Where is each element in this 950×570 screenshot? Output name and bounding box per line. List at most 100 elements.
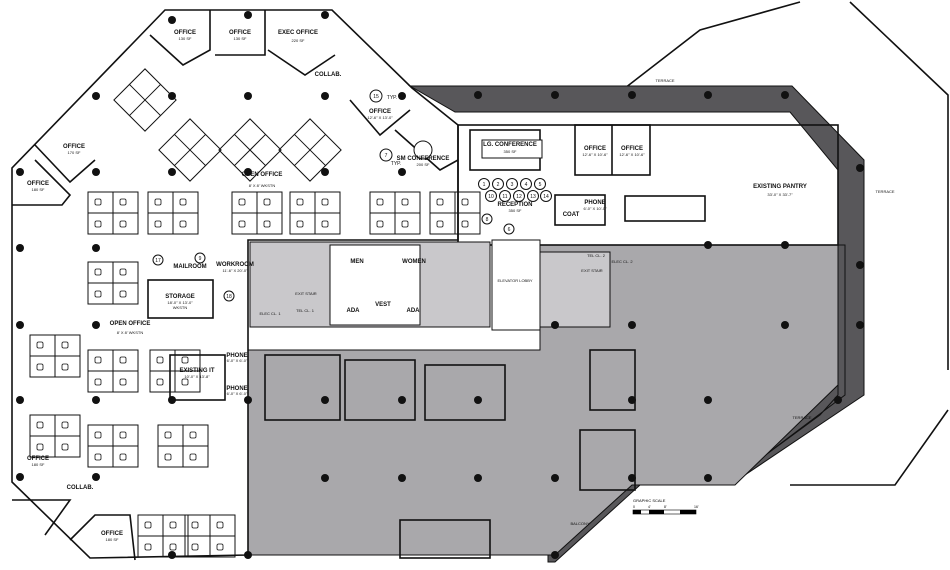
- office-3-size: 12'-6" X 13'-0": [367, 115, 393, 120]
- callout-18: 18: [226, 294, 232, 300]
- vest-label: VEST: [375, 302, 391, 308]
- column: [398, 396, 406, 404]
- office-3-label: OFFICE: [369, 109, 391, 115]
- office-bottom-1-label: OFFICE: [27, 456, 49, 462]
- exec-office-label: EXEC OFFICE: [278, 30, 318, 36]
- chair: [94, 356, 102, 364]
- reception-seat-number: 4: [525, 182, 528, 188]
- column: [244, 396, 252, 404]
- chair: [216, 521, 224, 529]
- column: [92, 321, 100, 329]
- column: [16, 473, 24, 481]
- reception-seat: [527, 190, 539, 202]
- chair: [36, 341, 44, 349]
- chair: [94, 453, 102, 461]
- coat-label: COAT: [563, 212, 580, 218]
- workstation-cluster: [147, 191, 199, 235]
- elevator-lobby-label: ELEVATOR LOBBY: [497, 278, 532, 283]
- chair: [119, 356, 127, 364]
- workroom-size: 11'-6" X 20'-0": [223, 268, 249, 273]
- reception-seat: [499, 190, 511, 202]
- reception-size: 350 SF: [509, 208, 522, 213]
- column: [321, 92, 329, 100]
- office-left-2-label: OFFICE: [27, 181, 49, 187]
- office-left-2-size: 180 SF: [32, 187, 45, 192]
- callout-15: 15: [373, 94, 379, 100]
- chair: [179, 198, 187, 206]
- chair: [216, 543, 224, 551]
- sm-conference-label: SM CONFERENCE: [397, 156, 450, 162]
- column: [704, 241, 712, 249]
- column: [628, 321, 636, 329]
- chair: [169, 543, 177, 551]
- storage-note: WKSTN: [173, 305, 188, 310]
- men-label: MEN: [350, 259, 363, 265]
- workstation-cluster: [137, 514, 189, 558]
- chair: [179, 220, 187, 228]
- lg-conference-size: 350 SF: [504, 149, 517, 154]
- reception-seat: [520, 178, 532, 190]
- workstation-cluster: [231, 191, 283, 235]
- column: [92, 396, 100, 404]
- terrace-outline-right: [849, 1, 949, 370]
- column: [321, 11, 329, 19]
- core-east: [539, 251, 611, 328]
- workstation-cluster: [149, 349, 201, 393]
- chair: [94, 198, 102, 206]
- callout-typ-1: TYP.: [387, 95, 397, 101]
- chair: [156, 356, 164, 364]
- scale-tick-0: 0: [633, 505, 635, 509]
- tel-1-label: TEL CL. 1: [296, 308, 315, 313]
- column: [92, 92, 100, 100]
- column: [168, 396, 176, 404]
- column: [551, 551, 559, 559]
- reception-label: RECEPTION: [497, 202, 532, 208]
- reception-seat-number: 1: [483, 182, 486, 188]
- column: [856, 164, 864, 172]
- chair: [36, 421, 44, 429]
- chair: [189, 431, 197, 439]
- collab-top-label: COLLAB.: [315, 72, 342, 78]
- reception-seat: [513, 190, 525, 202]
- chair: [296, 220, 304, 228]
- column: [474, 91, 482, 99]
- existing-it-label: EXISTING IT: [179, 368, 214, 374]
- chair: [94, 290, 102, 298]
- terrace-1-label: TERRACE: [655, 78, 674, 83]
- callout-typ-2: TYP.: [391, 161, 401, 167]
- column: [781, 241, 789, 249]
- column: [244, 168, 252, 176]
- reception-seat: [485, 190, 497, 202]
- callout-17: 17: [155, 258, 161, 264]
- chair: [154, 220, 162, 228]
- chair: [36, 363, 44, 371]
- chair: [461, 198, 469, 206]
- office-bottom-2-label: OFFICE: [101, 531, 123, 537]
- chair: [191, 521, 199, 529]
- room-labels: OFFICE 130 SF OFFICE 130 SF EXEC OFFICE …: [27, 30, 895, 542]
- chair: [119, 290, 127, 298]
- office-2-label: OFFICE: [229, 30, 251, 36]
- column: [704, 91, 712, 99]
- chair: [181, 378, 189, 386]
- storage-size: 18'-0" X 13'-0": [167, 300, 193, 305]
- column: [856, 261, 864, 269]
- restrooms: [329, 244, 421, 326]
- building-outline: [11, 9, 459, 559]
- scale-title: GRAPHIC SCALE: [633, 498, 666, 503]
- structural-columns: [16, 11, 864, 559]
- pantry-size: 33'-0" X 33'-7": [767, 192, 793, 197]
- lg-conference-label: LG. CONFERENCE: [483, 142, 537, 148]
- reception-seat-number: 14: [543, 194, 549, 200]
- elec-1-label: ELEC CL. 1: [259, 311, 281, 316]
- chair: [94, 431, 102, 439]
- column: [92, 244, 100, 252]
- chair: [154, 198, 162, 206]
- reception-seat: [534, 178, 546, 190]
- workstation-cluster: [184, 514, 236, 558]
- chair: [94, 220, 102, 228]
- conference-table: [413, 140, 433, 160]
- column: [168, 551, 176, 559]
- workstation-cluster: [87, 191, 139, 235]
